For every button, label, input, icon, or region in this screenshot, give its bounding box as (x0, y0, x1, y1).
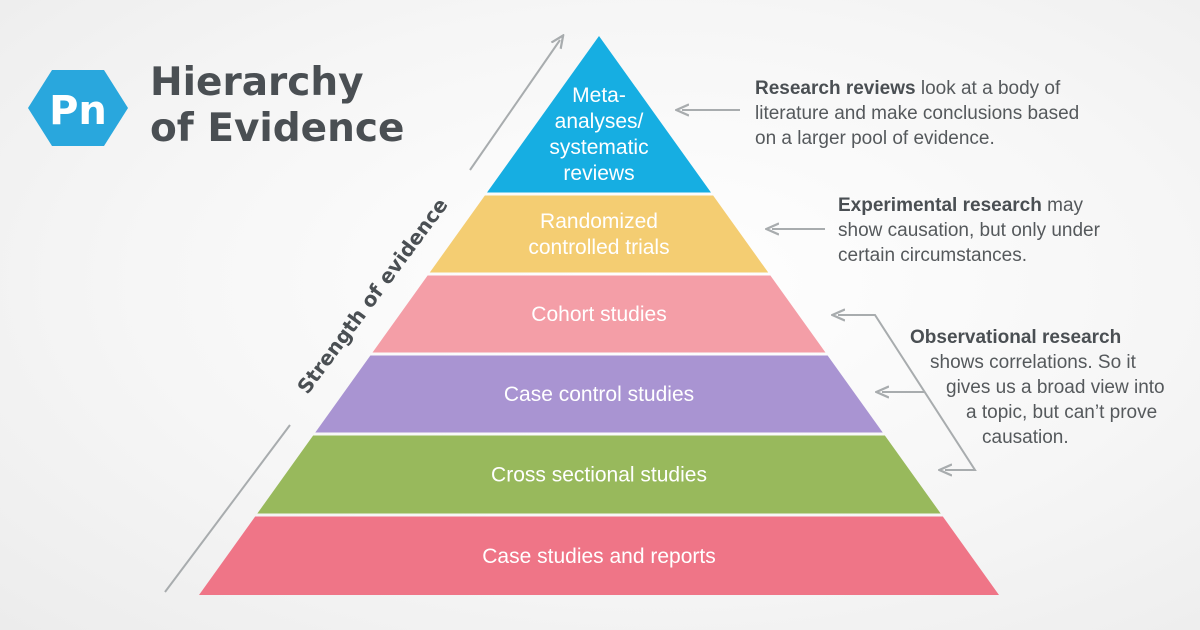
annotation-text: literature and make conclusions based (755, 103, 1080, 124)
annotation-text: may (1041, 195, 1084, 216)
logo-text: Pn (49, 88, 107, 134)
annotation-text: gives us a broad view into (946, 377, 1165, 398)
pyramid: Meta-analyses/systematic reviewsRandomize… (199, 36, 999, 595)
annotation-text: a topic, but can’t prove (966, 402, 1158, 423)
annotation-observational: Observational research shows correlation… (910, 325, 1195, 450)
annotation-bold: Experimental research (838, 195, 1042, 216)
annotation-text: certain circumstances. (838, 245, 1028, 266)
annotation-text: show causation, but only under (838, 220, 1100, 241)
page-title: Hierarchy of Evidence (150, 60, 450, 152)
annotation-text: causation. (982, 427, 1069, 448)
annotation-text: on a larger pool of evidence. (755, 128, 995, 149)
pyramid-tier-1 (487, 36, 711, 193)
pyramid-tier-label: controlled trials (528, 236, 669, 259)
pyramid-tier-5 (257, 435, 941, 514)
pyramid-tier-label: Cohort studies (531, 303, 666, 326)
pyramid-tier-label: Case studies and reports (482, 545, 715, 568)
pyramid-tier-label: analyses/ (555, 110, 644, 133)
annotation-bold: Observational research (910, 327, 1122, 348)
title-line-2: of Evidence (150, 106, 405, 151)
strength-arrow-upper (469, 40, 560, 171)
logo: Pn (28, 70, 128, 146)
pyramid-tier-6 (199, 516, 999, 595)
annotation-text: look at a body of (915, 78, 1061, 99)
strength-arrow-lower (164, 424, 291, 593)
pyramid-tier-label: systematic (549, 136, 648, 159)
title-line-1: Hierarchy (150, 60, 364, 105)
annotation-research-reviews: Research reviews look at a body of liter… (755, 76, 1135, 151)
annotation-text: shows correlations. So it (930, 352, 1136, 373)
pyramid-tier-label: Cross sectional studies (491, 464, 707, 487)
pyramid-tier-label: Meta- (572, 84, 626, 107)
pyramid-tier-2 (429, 195, 769, 273)
hexagon-logo-icon (28, 70, 128, 146)
pyramid-tier-4 (315, 355, 883, 433)
annotation-experimental: Experimental research may show causation… (838, 193, 1168, 268)
pyramid-tier-label: reviews (563, 162, 634, 185)
pyramid-tier-label: Randomized (540, 210, 658, 233)
pyramid-tier-3 (372, 275, 826, 353)
annotation-bold: Research reviews (755, 78, 916, 99)
pyramid-tier-label: Case control studies (504, 383, 694, 406)
